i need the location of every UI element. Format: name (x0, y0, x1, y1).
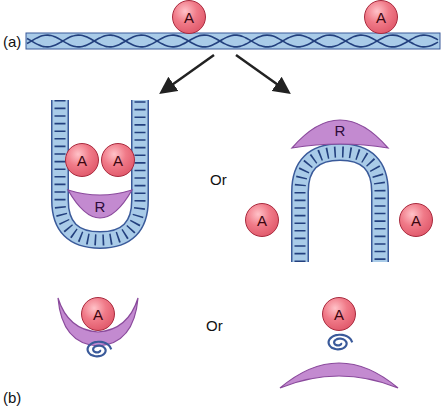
node-label: A (93, 307, 103, 322)
node-label: R (335, 123, 346, 138)
alternative-word: Or (210, 172, 227, 187)
coil-tails (88, 335, 353, 357)
dna-loop (60, 100, 140, 240)
activator-circle: A (245, 203, 279, 237)
repressor-shape: R (292, 110, 388, 150)
node-label: A (77, 153, 87, 168)
node-label: R (95, 199, 106, 214)
node-label: A (334, 307, 344, 322)
activator-circle: A (81, 297, 115, 331)
helix-rungs (60, 100, 140, 240)
dna-strand (26, 33, 440, 49)
coil-tail (88, 342, 112, 357)
panel-letter: (a) (3, 34, 21, 49)
node-label: A (376, 10, 386, 25)
dna-loop (300, 152, 380, 262)
activator-circle: A (172, 0, 206, 34)
coil-tail (329, 335, 353, 350)
helix-strand (27, 35, 438, 47)
helix-strand (27, 35, 438, 47)
activator-circle: A (399, 203, 433, 237)
node-label: A (257, 213, 267, 228)
node-label: A (184, 10, 194, 25)
node-label: A (113, 153, 123, 168)
repressor-arch (280, 363, 398, 388)
activator-circle: A (322, 297, 356, 331)
repressor-cup (58, 298, 138, 346)
arrows (162, 55, 288, 92)
repressor-shape: R (68, 186, 132, 226)
dna-loop-edge (300, 152, 380, 262)
activator-circle: A (101, 143, 135, 177)
panel-letter: (b) (3, 390, 21, 405)
dna-loop-edge (60, 100, 140, 240)
alternative-word: Or (206, 318, 223, 333)
helix-rungs (300, 152, 380, 262)
node-label: A (411, 213, 421, 228)
activator-circle: A (65, 143, 99, 177)
activator-circle: A (364, 0, 398, 34)
